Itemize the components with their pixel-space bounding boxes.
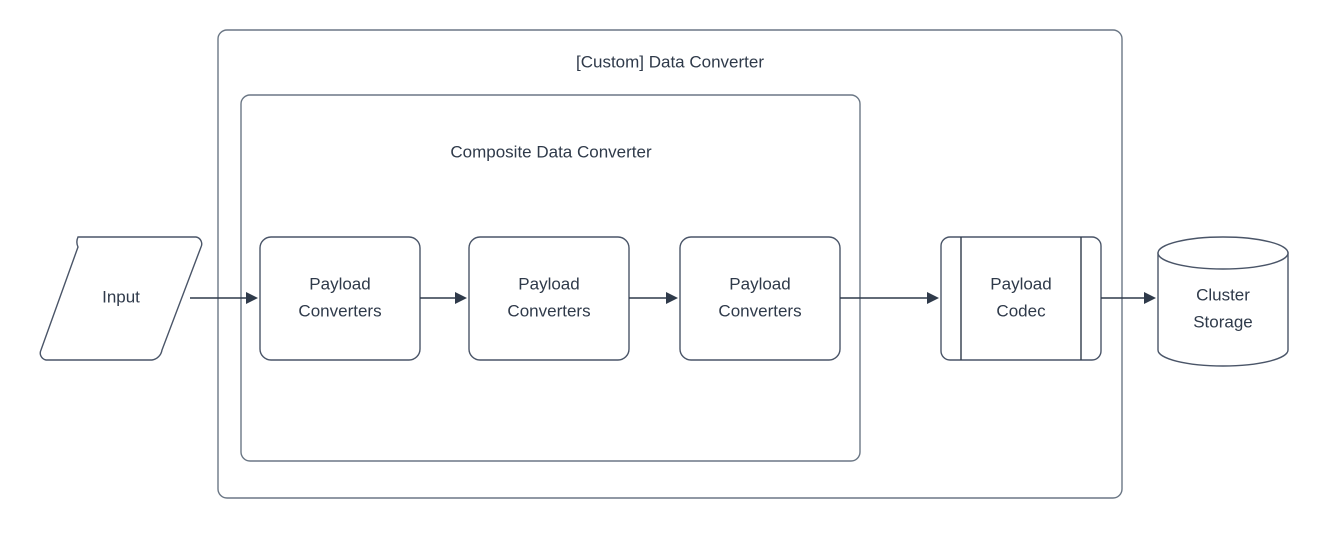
payload-codec-shape [940,236,1102,361]
cluster-storage-cylinder-top [1157,236,1289,270]
input-parallelogram-shape [39,236,203,361]
payload-converters-2-label-line2: Converters [507,301,590,320]
connector-input-to-payload-converters-1 [190,292,258,304]
payload-codec-label-line1: Payload [990,274,1051,293]
payload-converters-2-shape [468,236,630,361]
node-payload-converters-3[interactable]: Payload Converters [679,236,841,361]
payload-codec-label-line2: Codec [996,301,1046,320]
payload-converters-1-shape [259,236,421,361]
payload-converters-3-shape [679,236,841,361]
container-custom-data-converter[interactable]: [Custom] Data Converter [217,29,1123,499]
connector-payload-converters-3-to-payload-codec [840,292,939,304]
payload-converters-1-label-line1: Payload [309,274,370,293]
payload-converters-3-label-line1: Payload [729,274,790,293]
input-label: Input [102,287,140,306]
node-payload-converters-2[interactable]: Payload Converters [468,236,630,361]
custom-data-converter-title: [Custom] Data Converter [576,52,764,71]
connector-payload-converters-1-to-2 [420,292,467,304]
connector-payload-converters-2-to-3 [629,292,678,304]
node-payload-codec[interactable]: Payload Codec [940,236,1102,361]
node-input[interactable]: Input [39,236,203,361]
payload-converters-3-label-line2: Converters [718,301,801,320]
composite-data-converter-border [240,94,861,462]
arrow-head-icon [455,292,467,304]
custom-data-converter-border [217,29,1123,499]
composite-data-converter-title: Composite Data Converter [450,142,652,161]
arrow-head-icon [1144,292,1156,304]
cluster-storage-label-line2: Storage [1193,312,1253,331]
arrow-head-icon [666,292,678,304]
node-payload-converters-1[interactable]: Payload Converters [259,236,421,361]
payload-converters-2-label-line1: Payload [518,274,579,293]
arrow-head-icon [246,292,258,304]
connector-payload-codec-to-cluster-storage [1101,292,1156,304]
node-cluster-storage[interactable]: Cluster Storage [1157,236,1289,367]
cluster-storage-cylinder-body [1157,252,1289,367]
cluster-storage-label-line1: Cluster [1196,285,1250,304]
container-composite-data-converter[interactable]: Composite Data Converter [240,94,861,462]
arrow-head-icon [927,292,939,304]
payload-converters-1-label-line2: Converters [298,301,381,320]
